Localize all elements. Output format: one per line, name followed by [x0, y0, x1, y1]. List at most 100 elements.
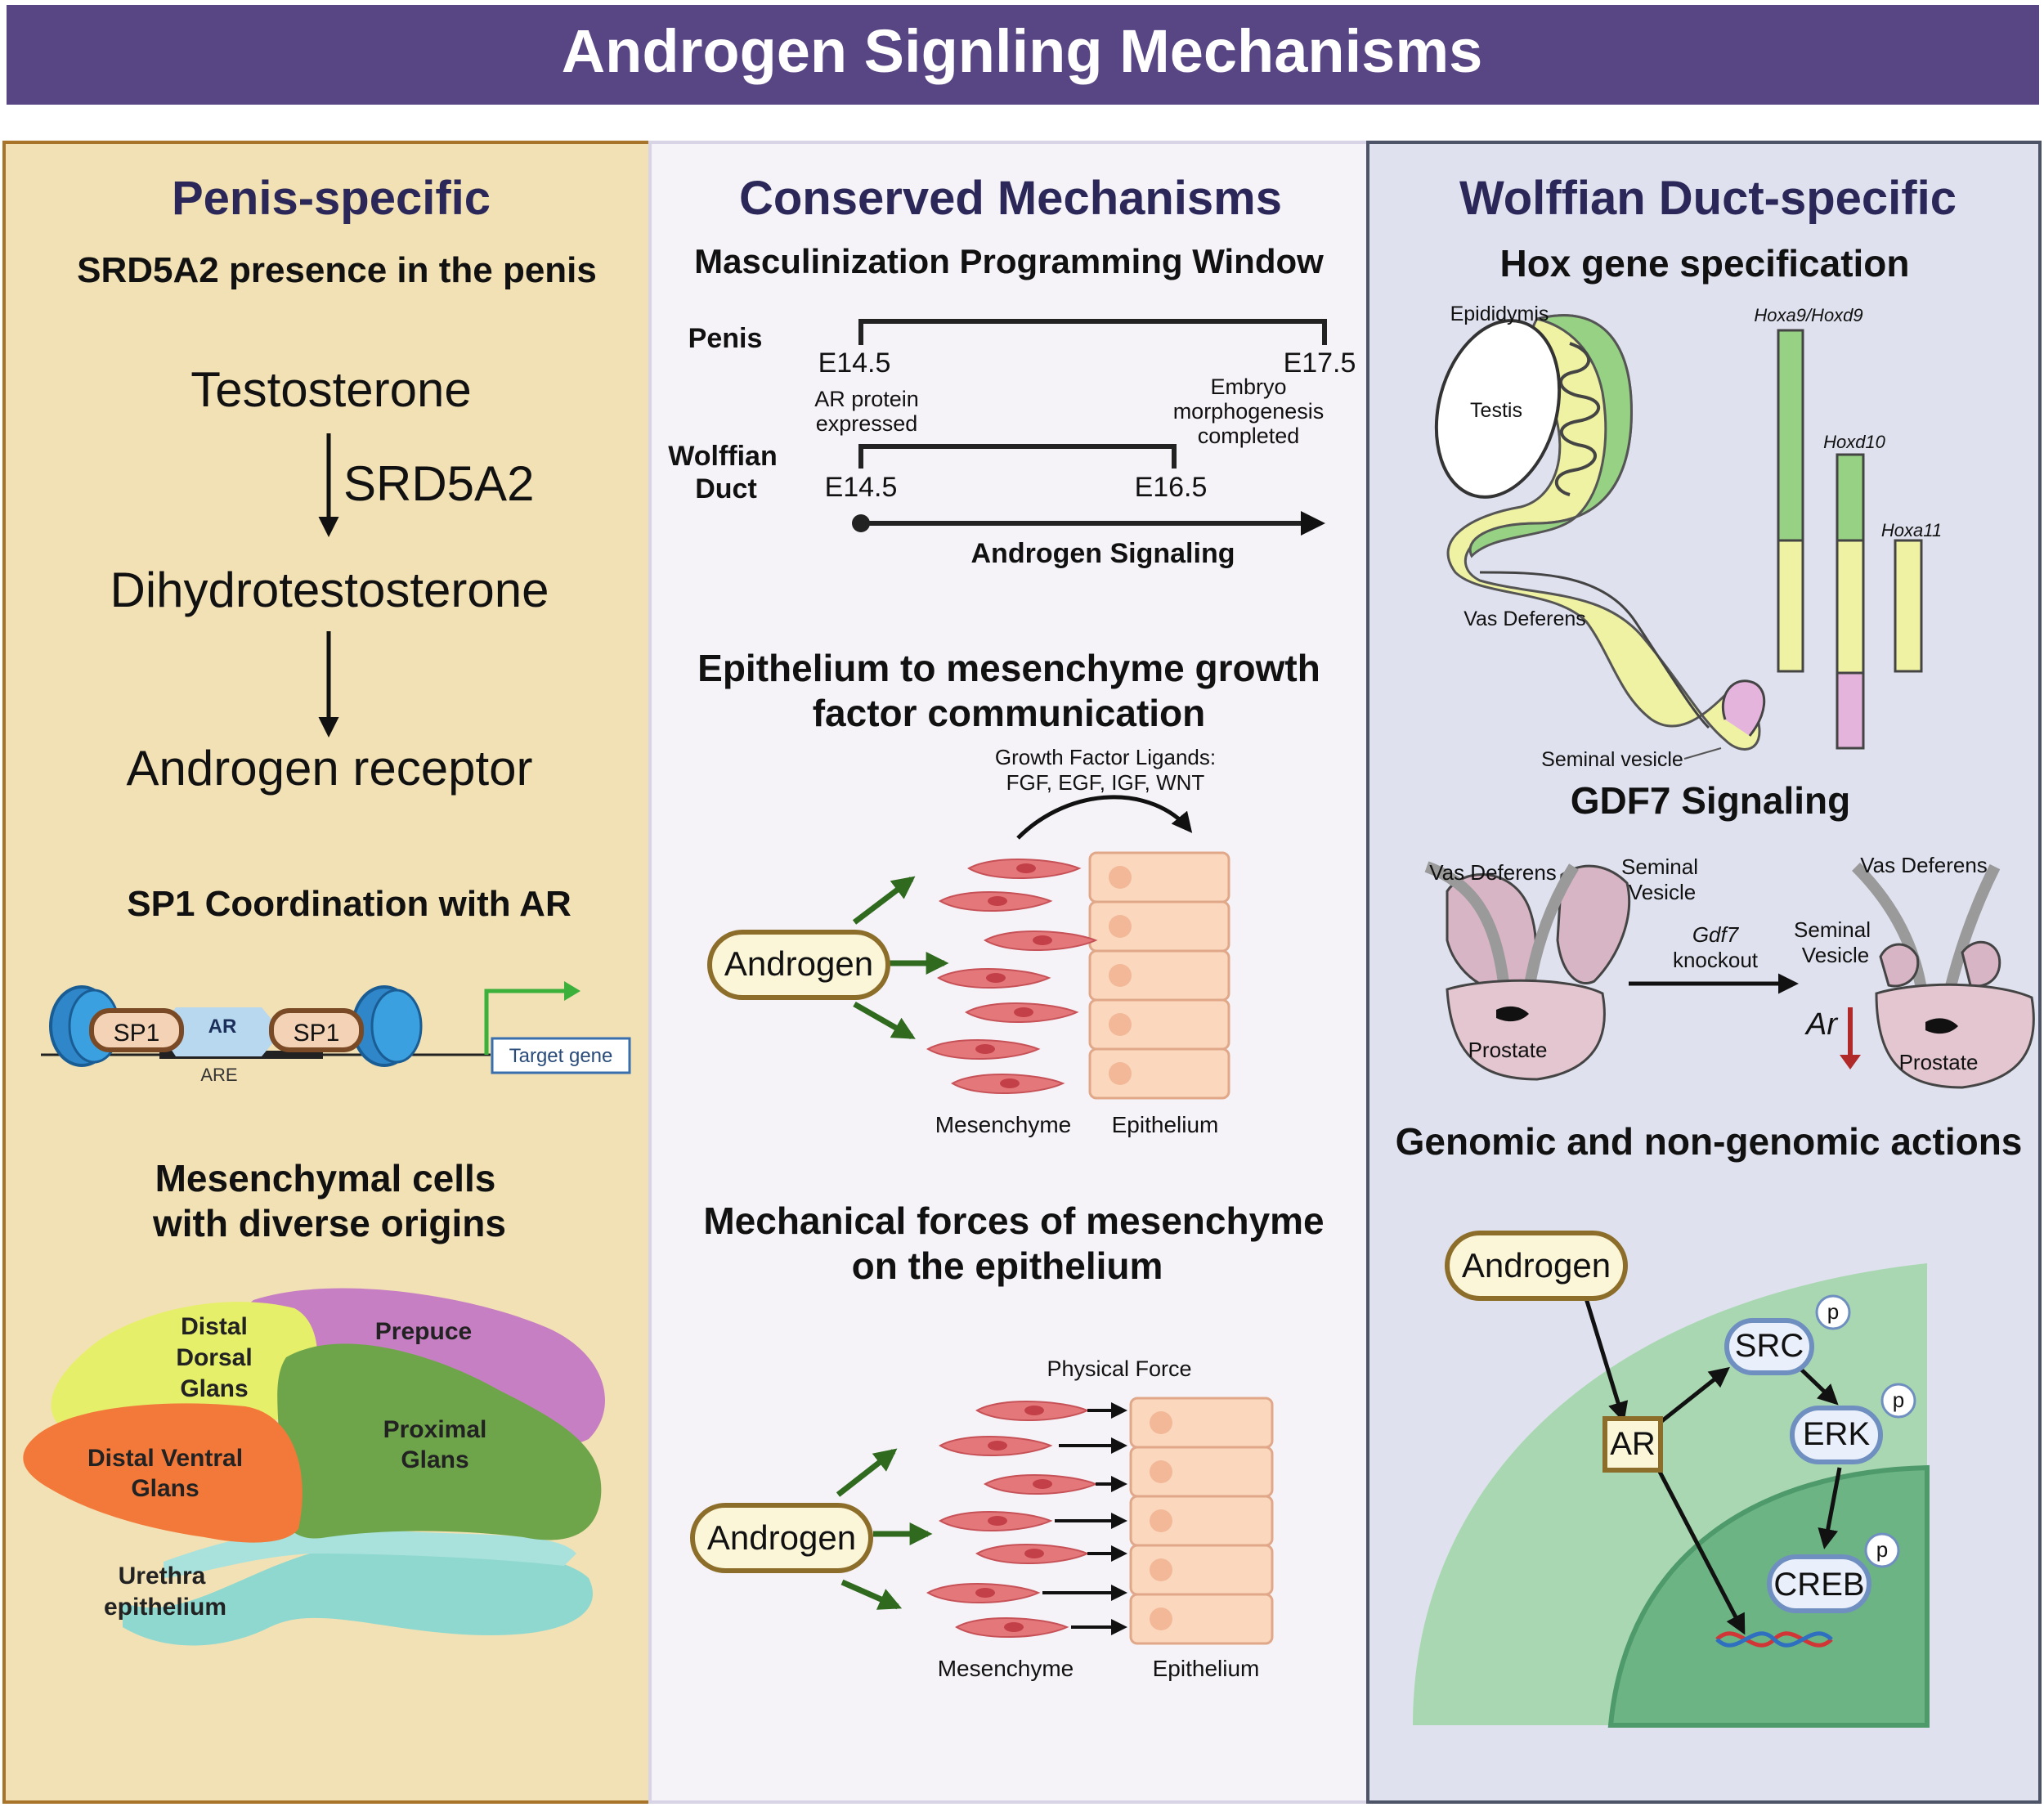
gdf7-prostate-left-label: Prostate — [1468, 1038, 1548, 1062]
right-panel-title: Wolffian Duct-specific — [1459, 172, 1957, 225]
seminal-vesicle-coil — [1721, 679, 1766, 737]
green-arrow-down-2 — [840, 1579, 903, 1610]
ar-box-label: AR — [1610, 1426, 1656, 1462]
erk-pill — [1790, 1406, 1883, 1464]
distal-ventral-glans-shape — [23, 1403, 303, 1543]
androgen-label-1: Androgen — [724, 944, 873, 983]
ligand-arc-arrow — [1016, 795, 1193, 840]
physical-force-label: Physical Force — [1047, 1356, 1191, 1381]
distal-dorsal-label-3: Glans — [180, 1375, 248, 1402]
androgen-label-3: Androgen — [1462, 1246, 1611, 1285]
androgen-label-2: Androgen — [707, 1518, 856, 1557]
epithelium-stack-2 — [1129, 1397, 1274, 1645]
embryo-note-3: completed — [1198, 424, 1300, 448]
proximal-glans-label-1: Proximal — [383, 1416, 487, 1443]
src-label: SRC — [1735, 1328, 1804, 1364]
timeline-wolffian-label-2: Duct — [695, 473, 757, 504]
prostate-right-shape — [1875, 983, 2035, 1089]
gdf7-sv-right-label-2: Vesicle — [1802, 943, 1869, 967]
distal-ventral-label-2: Glans — [131, 1475, 199, 1502]
ar-to-dna-arrow — [1657, 1470, 1746, 1635]
gdf7-vas-left-label: Vas Deferens — [1429, 860, 1557, 885]
distal-dorsal-label-1: Distal — [181, 1313, 248, 1340]
androgen-pill-2 — [690, 1503, 873, 1573]
hoxa11-bar-yellow — [1894, 539, 1923, 673]
phospho-creb — [1864, 1532, 1900, 1568]
urethra-label-2: epithelium — [104, 1594, 226, 1621]
proximal-glans-shape — [276, 1343, 602, 1540]
prostate-left-shape — [1446, 979, 1606, 1081]
src-to-erk-arrow — [1795, 1364, 1839, 1406]
gdf7-sv-left-label-1: Seminal — [1621, 854, 1698, 879]
testosterone-label: Testosterone — [191, 362, 472, 417]
target-gene-box — [491, 1037, 631, 1074]
sp1-left-box — [89, 1008, 184, 1052]
wolffian-end-label: E16.5 — [1135, 472, 1208, 503]
green-arrow-down-1 — [853, 1001, 916, 1040]
timeline-wolffian-label-1: Wolffian — [668, 441, 777, 472]
hoxd10-bar-green — [1836, 453, 1865, 542]
green-arrow-up-2 — [836, 1448, 898, 1497]
gdf7-knockout-label-1: Gdf7 — [1692, 922, 1740, 947]
mesenchymal-heading-line1: Mesenchymal cells — [155, 1157, 496, 1199]
gdf7-sv-right-label-1: Seminal — [1794, 917, 1871, 942]
testis-label: Testis — [1470, 399, 1522, 422]
mesenchyme-label-1: Mesenchyme — [935, 1112, 1072, 1137]
ar-note-1: AR protein — [814, 387, 919, 411]
hoxd10-label: Hoxd10 — [1823, 432, 1886, 452]
are-label: ARE — [200, 1065, 237, 1085]
hox-diagram: Epididymis Testis Vas Deferens Seminal v… — [1434, 303, 1942, 771]
penis-end-label: E17.5 — [1284, 348, 1356, 379]
programming-window-timeline: Penis E14.5 E17.5 AR protein expressed E… — [668, 319, 1356, 569]
wolffian-start-label: E14.5 — [825, 472, 898, 503]
urethra-label-1: Urethra — [119, 1563, 206, 1590]
sp1-heading: SP1 Coordination with AR — [127, 884, 571, 924]
growth-factor-diagram: Growth Factor Ligands: FGF, EGF, IGF, WN… — [707, 745, 1230, 1137]
penis-regions-illustration: Distal Dorsal Glans Prepuce Proximal Gla… — [23, 1288, 605, 1646]
title-banner — [7, 5, 2039, 105]
prepuce-label: Prepuce — [375, 1318, 472, 1345]
middle-panel-title: Conserved Mechanisms — [739, 172, 1282, 225]
genomic-heading: Genomic and non-genomic actions — [1396, 1120, 2023, 1163]
gdf7-sv-left-label-2: Vesicle — [1629, 880, 1696, 904]
sp1-ar-diagram: SP1 AR SP1 ARE Target gene — [41, 981, 631, 1085]
ar-protein-shape — [159, 1007, 282, 1056]
ligands-label-2: FGF, EGF, IGF, WNT — [1006, 770, 1205, 795]
phospho-creb-label: p — [1876, 1537, 1888, 1562]
androgen-pill-1 — [707, 930, 890, 1000]
distal-ventral-label-1: Distal Ventral — [87, 1445, 243, 1472]
gdf7-heading: GDF7 Signaling — [1571, 779, 1850, 822]
embryo-note-1: Embryo — [1210, 374, 1286, 399]
testis-shape — [1434, 319, 1562, 499]
epithelium-label-2: Epithelium — [1153, 1656, 1260, 1681]
src-pill — [1724, 1318, 1814, 1375]
window-heading: Masculinization Programming Window — [694, 242, 1324, 280]
hoxa9-label: Hoxa9/Hoxd9 — [1754, 305, 1862, 325]
mesenchymal-heading-line2: with diverse origins — [152, 1202, 506, 1244]
androgen-pill-3 — [1445, 1231, 1628, 1301]
left-panel-title: Penis-specific — [172, 172, 491, 225]
timeline-penis-label: Penis — [688, 323, 763, 354]
erk-label: ERK — [1803, 1416, 1871, 1452]
hoxa9-bar-green — [1777, 329, 1804, 542]
gdf7-diagram: Vas Deferens Seminal Vesicle Prostate Gd… — [1424, 853, 2035, 1089]
phospho-src — [1815, 1294, 1851, 1330]
dht-label: Dihydrotestosterone — [110, 563, 549, 617]
ar-to-src-arrow — [1658, 1366, 1730, 1424]
androgen-receptor-label: Androgen receptor — [127, 741, 533, 796]
erk-to-creb-arrow — [1818, 1467, 1842, 1549]
growth-heading-line2: factor communication — [813, 692, 1206, 734]
gdf7-prostate-right-label: Prostate — [1899, 1050, 1979, 1074]
gdf7-vas-right-label: Vas Deferens — [1860, 853, 1988, 877]
gdf7-knockout-label-2: knockout — [1673, 948, 1759, 972]
target-gene-label: Target gene — [509, 1045, 613, 1067]
force-arrows — [1042, 1402, 1127, 1635]
figure-title: Androgen Signling Mechanisms — [562, 17, 1483, 85]
mesenchyme-label-2: Mesenchyme — [938, 1656, 1074, 1681]
creb-pill — [1767, 1554, 1871, 1613]
mechanical-heading-line1: Mechanical forces of mesenchyme — [703, 1199, 1324, 1242]
ar-note-2: expressed — [816, 411, 918, 436]
srd5a2-heading: SRD5A2 presence in the penis — [77, 250, 597, 290]
vas-deferens-label: Vas Deferens — [1464, 608, 1586, 630]
